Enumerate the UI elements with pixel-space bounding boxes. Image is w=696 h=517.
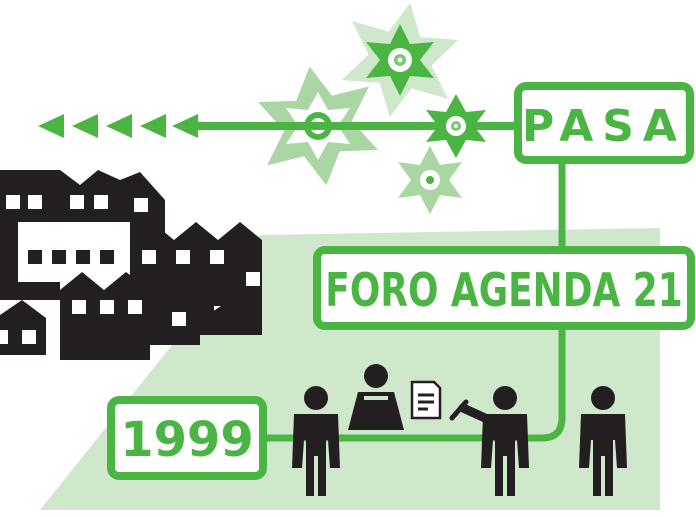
year-label: 1999 <box>120 412 254 468</box>
star-gear-icon <box>341 2 459 118</box>
star-gear-icon <box>398 146 462 214</box>
person-icon <box>348 364 404 430</box>
pasa-label: PASA <box>522 101 686 152</box>
person-icon <box>458 386 529 496</box>
document-icon <box>410 380 442 420</box>
foro-label: FORO AGENDA 21 <box>325 264 682 318</box>
arrowhead-icon <box>38 114 198 138</box>
star-gear-icon <box>426 94 486 158</box>
connector-line <box>265 328 566 442</box>
foro-box: FORO AGENDA 21 <box>313 246 695 330</box>
pasa-box: PASA <box>514 82 694 164</box>
house-icon <box>0 170 262 360</box>
year-box: 1999 <box>107 396 267 480</box>
